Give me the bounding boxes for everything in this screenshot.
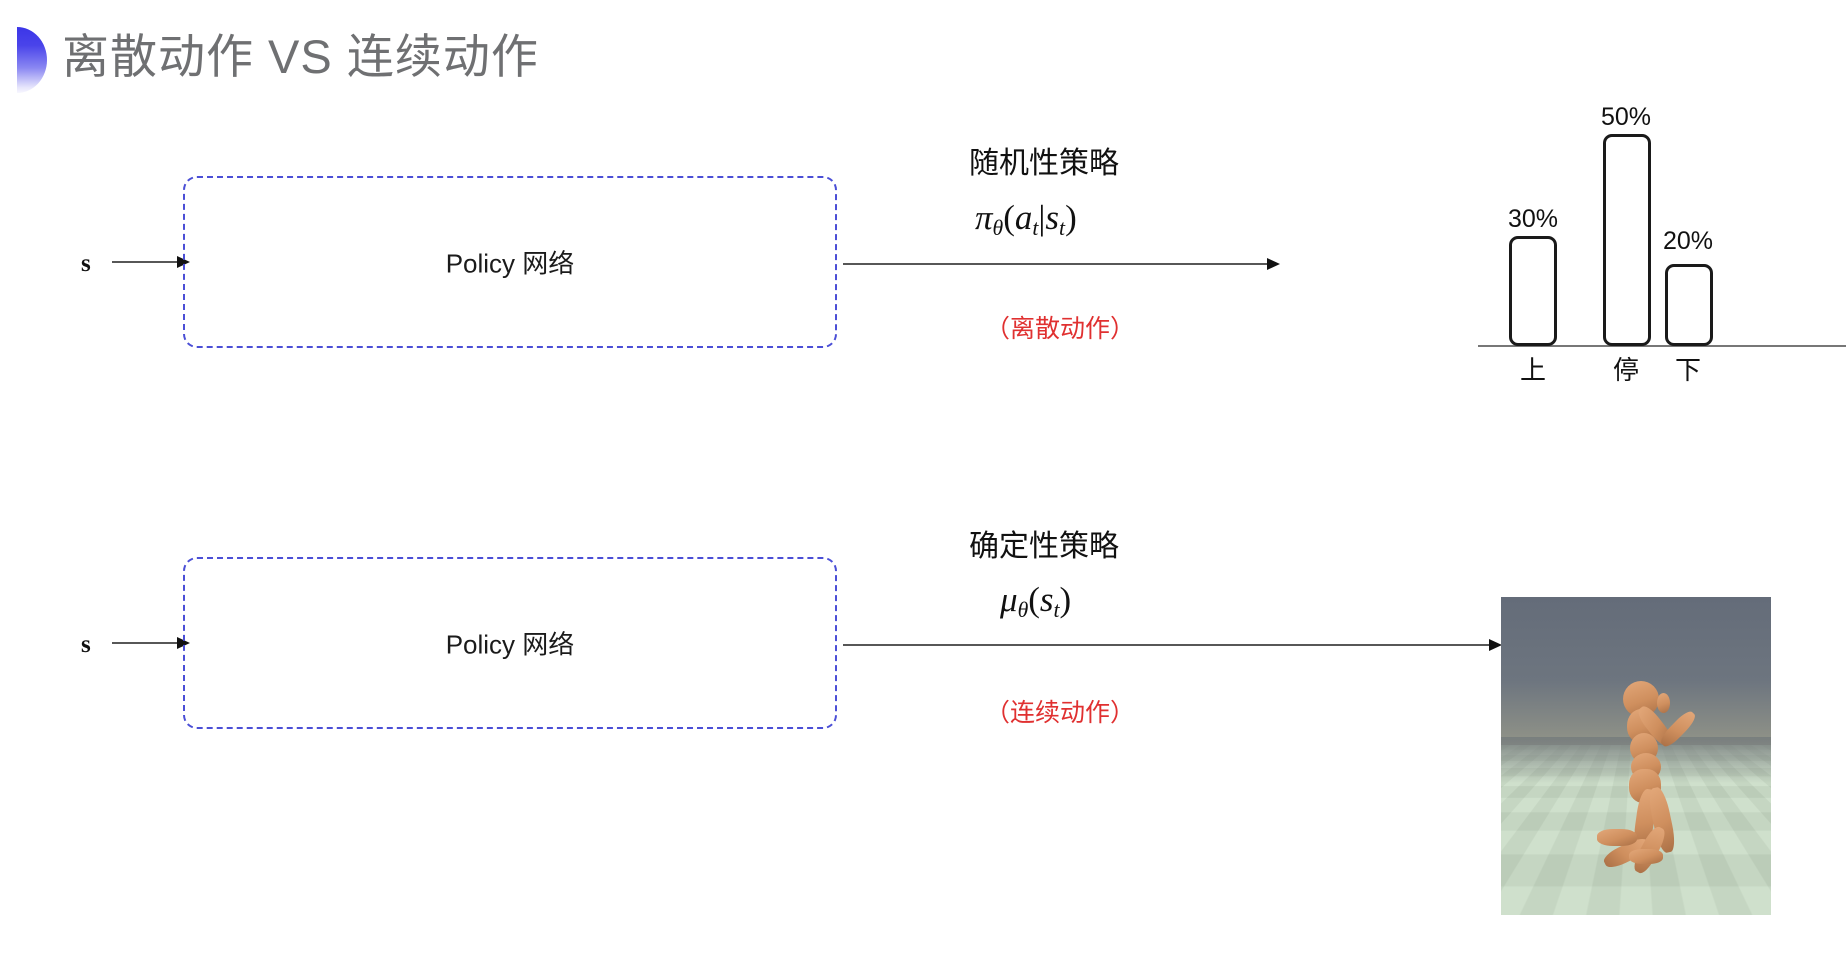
formula-state: s	[1039, 580, 1054, 619]
formula-state: s	[1045, 198, 1060, 237]
formula-close-paren: )	[1065, 198, 1077, 237]
formula-action-subscript: t	[1032, 216, 1039, 241]
arrow-shaft	[112, 642, 179, 644]
arrow-shaft	[112, 261, 179, 263]
bar-category-label-2: 下	[1674, 355, 1701, 385]
bar-value-label-1: 50%	[1600, 103, 1652, 131]
action-type-note-discrete: （离散动作）	[985, 315, 1136, 343]
formula-open-paren: (	[1028, 580, 1040, 619]
formula-state-subscript: t	[1059, 216, 1066, 241]
bar-0	[1509, 236, 1557, 346]
half-circle-bullet-icon	[17, 27, 47, 93]
policy-network-label-continuous: Policy 网络	[445, 629, 575, 660]
humanoid-foot-right	[1629, 849, 1663, 864]
output-arrow-continuous	[843, 639, 1502, 651]
arrow-head	[1489, 639, 1502, 651]
input-arrow-continuous	[112, 637, 190, 649]
humanoid-foot-left	[1597, 829, 1637, 846]
formula-close-paren: )	[1059, 580, 1072, 619]
bar-1	[1603, 134, 1651, 346]
policy-kind-label-discrete: 随机性策略	[969, 147, 1119, 180]
output-arrow-discrete	[843, 258, 1280, 270]
formula-open-paren: (	[1003, 198, 1015, 237]
formula-pi: π	[975, 198, 993, 237]
policy-network-box-discrete[interactable]: Policy 网络	[183, 176, 837, 348]
formula-action: a	[1014, 198, 1033, 237]
policy-kind-label-continuous: 确定性策略	[969, 530, 1119, 563]
state-input-label-continuous: s	[81, 631, 91, 658]
policy-formula-continuous: μθ(st)	[1000, 580, 1071, 623]
arrow-head	[1267, 258, 1280, 270]
arrow-shaft	[843, 644, 1491, 646]
action-probability-bar-chart: 30% 上 50% 停 20% 下	[1478, 95, 1846, 395]
state-input-label-discrete: s	[81, 250, 91, 277]
formula-mu: μ	[1000, 580, 1018, 619]
policy-formula-discrete: πθ(at|st)	[975, 198, 1077, 241]
formula-state-subscript: t	[1053, 598, 1060, 623]
formula-conditional-bar: |	[1038, 198, 1046, 237]
formula-theta-subscript: θ	[992, 216, 1004, 241]
policy-network-box-continuous[interactable]: Policy 网络	[183, 557, 837, 729]
input-arrow-discrete	[112, 256, 190, 268]
humanoid-simulation-image	[1501, 597, 1771, 915]
action-type-note-continuous: （连续动作）	[985, 699, 1136, 727]
bar-2	[1665, 264, 1713, 346]
bar-value-label-0: 30%	[1507, 205, 1559, 233]
humanoid-hand-right	[1657, 693, 1670, 713]
policy-network-label-discrete: Policy 网络	[445, 248, 575, 279]
formula-theta-subscript: θ	[1017, 598, 1029, 623]
bar-category-label-0: 上	[1519, 355, 1546, 385]
bar-category-label-1: 停	[1612, 355, 1639, 385]
arrow-shaft	[843, 263, 1269, 265]
chart-baseline-axis	[1478, 345, 1846, 347]
bar-value-label-2: 20%	[1662, 227, 1714, 255]
page-title: 离散动作 VS 连续动作	[62, 30, 539, 83]
